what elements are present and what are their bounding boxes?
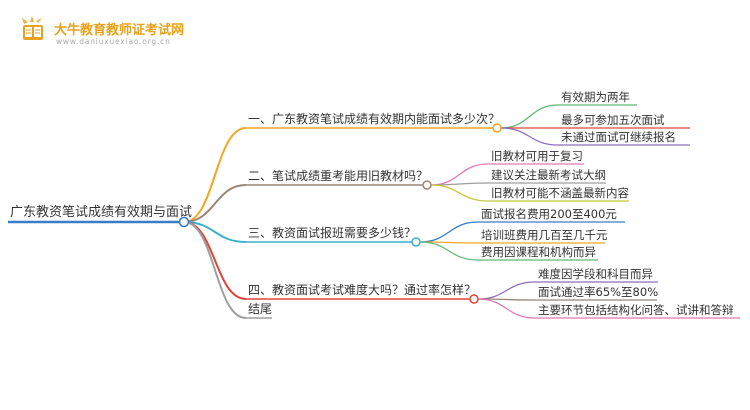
branch-3-end-circle: [411, 237, 421, 247]
branch-4-end-circle: [469, 294, 479, 304]
branch-1-end-circle: [492, 123, 502, 133]
branch-2-child-2-text: 建议关注最新考试大纲: [491, 168, 606, 182]
branch-5-text: 结尾: [248, 302, 272, 316]
branch-1-child-1-text: 有效期为两年: [561, 90, 630, 104]
branch-4-child-2-text: 面试通过率65%至80%: [538, 285, 658, 299]
branch-2-child-1-text: 旧教材可用于复习: [491, 149, 583, 163]
branch-3-text: 三、教资面试报班需要多少钱？: [248, 225, 416, 240]
branch-1-child-1-connector: [500, 104, 559, 129]
branch-2-child-3-connector: [430, 184, 489, 202]
branch-4-text: 四、教资面试考试难度大吗？通过率怎样？: [248, 282, 476, 297]
branch-5-connector: [183, 221, 247, 319]
branch-1-child-3-text: 未通过面试可继续报名: [561, 130, 676, 144]
branch-3-child-3-connector: [419, 241, 479, 261]
branch-2-end-circle: [422, 180, 432, 190]
book-logo-icon: [22, 16, 43, 40]
branch-2-text: 二、笔试成绩重考能用旧教材吗？: [248, 168, 428, 183]
branch-4-connector: [183, 221, 247, 300]
branch-3-connector: [183, 221, 247, 243]
branch-2-child-3-text: 旧教材可能不涵盖最新内容: [491, 186, 629, 200]
root-node-label: 广东教资笔试成绩有效期与面试: [10, 204, 192, 220]
site-logo: [18, 16, 48, 44]
site-name: 大牛教育教师证考试网: [54, 23, 185, 38]
branch-1-connector: [183, 127, 247, 223]
root-node-circle: [178, 216, 190, 228]
branch-2-child-1-connector: [430, 163, 489, 186]
branch-1-child-2-text: 最多可参加五次面试: [561, 113, 665, 127]
branch-1-child-3-connector: [500, 127, 559, 146]
branch-3-child-1-connector: [419, 221, 479, 243]
branch-4-child-1-connector: [477, 281, 536, 300]
branch-4-child-3-connector: [477, 298, 536, 319]
branch-3-child-2-text: 培训班费用几百至几千元: [481, 228, 608, 242]
site-url: www.daniuxuexiao.org.cn: [56, 37, 171, 46]
branch-2-connector: [183, 184, 247, 223]
branch-4-child-3-text: 主要环节包括结构化问答、试讲和答辩: [538, 303, 734, 317]
branch-4-child-1-text: 难度因学段和科目而异: [538, 267, 653, 281]
branch-3-child-3-text: 费用因课程和机构而异: [481, 245, 596, 259]
branch-3-child-1-text: 面试报名费用200至400元: [481, 207, 617, 221]
branch-1-text: 一、广东教资笔试成绩有效期内能面试多少次？: [248, 111, 500, 126]
